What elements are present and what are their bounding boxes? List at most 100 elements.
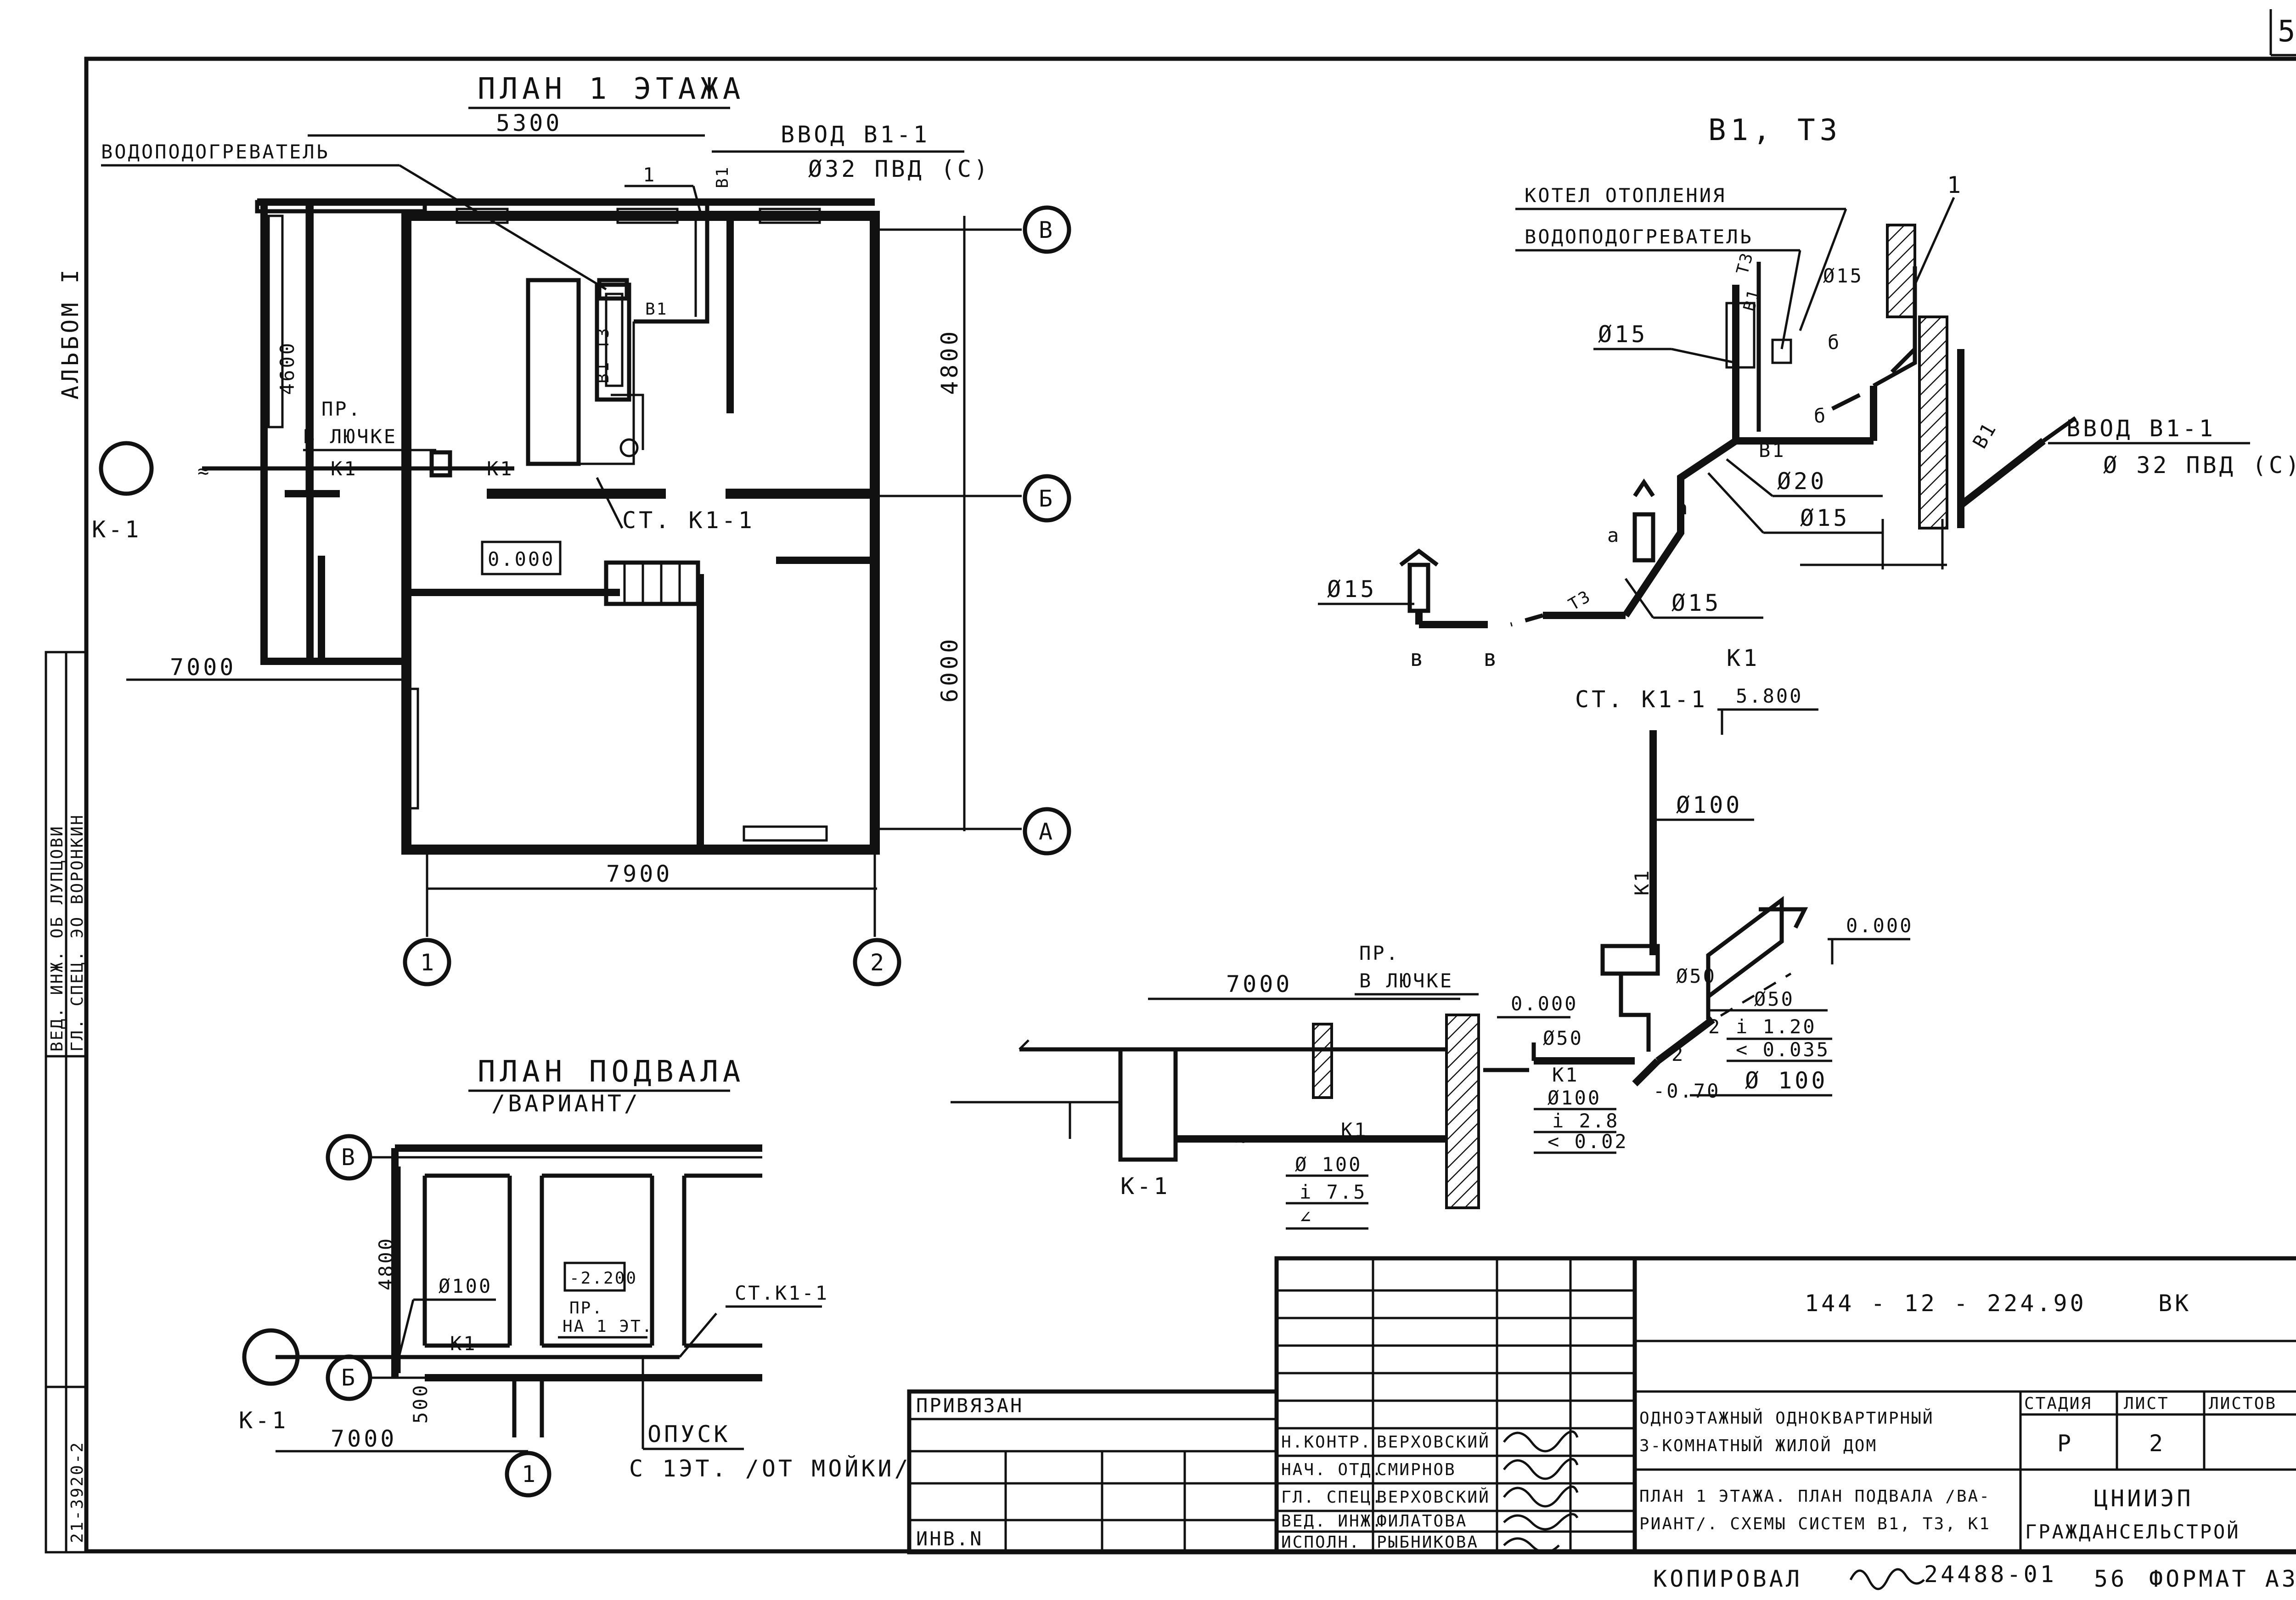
basement-riser: СТ.К1-1 [735,1282,829,1304]
plan1-k1-a: К1 [331,457,358,480]
svg-text:2: 2 [870,949,887,976]
page-number: 55 [2278,15,2296,49]
basement-k1: К1 [450,1332,477,1355]
k1-vlyuchke: В ЛЮЧКЕ [1359,969,1453,992]
plan1-dim-7000: 7000 [170,654,236,681]
plan1-b1t3: В1 Т3 [594,327,613,383]
svg-text:≈: ≈ [1235,1128,1249,1150]
copied-line: КОПИРОВАЛ 24488-01 56 ФОРМАТ А3 [1653,1561,2296,1592]
tb-role-row: ВЕД. ИНЖ. ФИЛАТОВА [1281,1512,1466,1531]
side-stamp-row1: ВЕД. ИНЖ. ОБ ЛУПЦОВИ [48,825,67,1052]
scheme-t3-a: Т3 [1733,250,1757,276]
scheme-water-heater: ВОДОПОДОГРЕВАТЕЛЬ [1525,225,1753,248]
basement-axis-b: Б [326,1354,372,1401]
svg-text:1: 1 [522,1461,538,1487]
scheme-d20: Ø20 [1777,468,1827,495]
k1-dim-7000: 7000 [1226,971,1292,997]
k1-k1-c: К1 [1341,1119,1368,1141]
k1-mark-2a: 2 [1708,1015,1722,1038]
tb-sheet-line2: РИАНТ/. СХЕМЫ СИСТЕМ В1, Т3, К1 [1639,1515,1991,1533]
tb-role-row: НАЧ. ОТД. СМИРНОВ [1281,1460,1455,1479]
plan-first-floor: ПЛАН 1 ЭТАЖА [92,72,1071,986]
scheme-inlet: ВВОД В1-1 [2066,415,2216,442]
k1-d100-d: Ø 100 [1295,1153,1362,1176]
plan1-inlet: ВВОД В1-1 [781,121,930,148]
scheme-inlet-pipe: Ø 32 ПВД (С) [2103,452,2296,479]
scheme-k1-title: К1 [1727,645,1760,671]
scheme-d15-c: Ø15 [1800,505,1850,531]
k1-well-label: К-1 [1120,1173,1170,1200]
plan1-mark-1: 1 [643,163,656,186]
scheme-b1t3-title: В1, Т3 [1708,113,1842,147]
k1-i-d: i 7.5 [1300,1181,1367,1203]
basement-subtitle: /ВАРИАНТ/ [491,1090,641,1117]
tb-role-row: Н.КОНТР. ВЕРХОВСКИЙ [1281,1432,1489,1452]
svg-text:НАЧ. ОТД.: НАЧ. ОТД. [1281,1460,1383,1479]
plan1-well-label: К-1 [92,516,141,543]
copied-order: 24488-01 [1924,1561,2057,1588]
basement-pr: ПР. [569,1299,603,1318]
plan1-dim-5300: 5300 [496,110,562,136]
tb-doc-code: 144 - 12 - 224.90 [1805,1290,2087,1317]
scheme-b1-b: В1 [1759,439,1786,462]
scheme-d15-a: Ø15 [1598,321,1648,348]
scheme-t3-b: Т3 [1565,587,1594,614]
scheme-mark-b2: б [1814,405,1827,427]
k1-el-right: 0.000 [1846,914,1913,937]
k1-i-a: i 1.20 [1736,1015,1817,1038]
scheme-mark-b1: б [1828,331,1841,354]
basement-opusk2: С 1ЭТ. /ОТ МОЙКИ/ [629,1455,911,1482]
side-stamp: ВЕД. ИНЖ. ОБ ЛУПЦОВИ ГЛ. СПЕЦ. ЭО ВОРОНК… [45,651,88,1554]
axis-marker-b: Б [1023,474,1071,523]
basement-title: ПЛАН ПОДВАЛА [478,1055,745,1089]
k1-d100-c: Ø100 [1548,1087,1601,1109]
scheme-mark-a1: а [1676,496,1689,519]
tb-sheet-line1: ПЛАН 1 ЭТАЖА. ПЛАН ПОДВАЛА /ВА- [1639,1487,1991,1506]
scheme-mark-v1: в [1410,645,1426,671]
plan1-elevation: 0.000 [488,548,555,570]
k1-el-070: -0.70 [1653,1080,1720,1102]
plan1-note-pr: ПР. [321,398,362,420]
basement-elevation: -2.200 [569,1269,637,1288]
svg-text:ГЛ. СПЕЦ.: ГЛ. СПЕЦ. [1281,1488,1383,1507]
svg-text:Н.КОНТР.: Н.КОНТР. [1281,1433,1372,1452]
scheme-mark-a2: а [1607,524,1621,546]
scheme-b1-c: В1 [1968,418,2001,452]
scheme-d15-d: Ø15 [1671,590,1721,616]
tb-privyazan: ПРИВЯЗАН [916,1394,1024,1417]
k1-el-top: 5.800 [1736,685,1803,707]
svg-text:1: 1 [420,949,437,976]
k1-d50-b: Ø50 [1754,988,1795,1010]
tb-project-line1: ОДНОЭТАЖНЫЙ ОДНОКВАРТИРНЫЙ [1639,1408,1934,1428]
plan1-dim-4600: 4600 [276,341,298,395]
svg-text:≈: ≈ [197,460,211,482]
axis-marker-v: В [1023,205,1071,254]
plan1-well-symbol [99,441,154,496]
basement-pr2: НА 1 ЭТ. [563,1317,653,1336]
copied-num: 56 [2094,1566,2127,1592]
tb-project-line2: 3-КОМНАТНЫЙ ЖИЛОЙ ДОМ [1639,1436,1877,1455]
k1-slope-a: < 0.035 [1736,1038,1830,1061]
basement-well-symbol [242,1328,300,1386]
scheme-b1-t3: В1, Т3 КОТЕЛ ОТОПЛЕНИЯ ВОДОПОДОГРЕВАТЕЛЬ… [1318,113,2296,671]
plan1-inlet-pipe: Ø32 ПВД (С) [808,156,990,182]
plan1-note-vlyuchke: В ЛЮЧКЕ [303,425,397,448]
basement-d100: Ø100 [439,1275,492,1297]
tb-role-row: ГЛ. СПЕЦ. ВЕРХОВСКИЙ [1281,1487,1489,1507]
k1-mark-2b: 2 [1671,1043,1685,1065]
tb-stage: Р [2057,1430,2074,1457]
svg-text:Б: Б [341,1364,358,1391]
tb-mark: ВК [2158,1290,2191,1317]
tb-sheet-label: ЛИСТ [2124,1394,2169,1413]
basement-well: К-1 [239,1407,288,1434]
k1-slope-d: ∠ [1300,1206,1313,1228]
svg-text:ВЕД. ИНЖ.: ВЕД. ИНЖ. [1281,1512,1383,1531]
copied-format: ФОРМАТ А3 [2149,1566,2296,1592]
scheme-mark-v2: в [1483,645,1500,671]
scheme-boiler: КОТЕЛ ОТОПЛЕНИЯ [1525,184,1726,207]
copied-label: КОПИРОВАЛ [1653,1566,1802,1592]
tb-role-row: ИСПОЛН. РЫБНИКОВА [1281,1533,1477,1552]
k1-d50-a: Ø50 [1676,965,1716,987]
axis-marker-1: 1 [403,938,451,986]
copied-signature [1849,1568,1925,1590]
